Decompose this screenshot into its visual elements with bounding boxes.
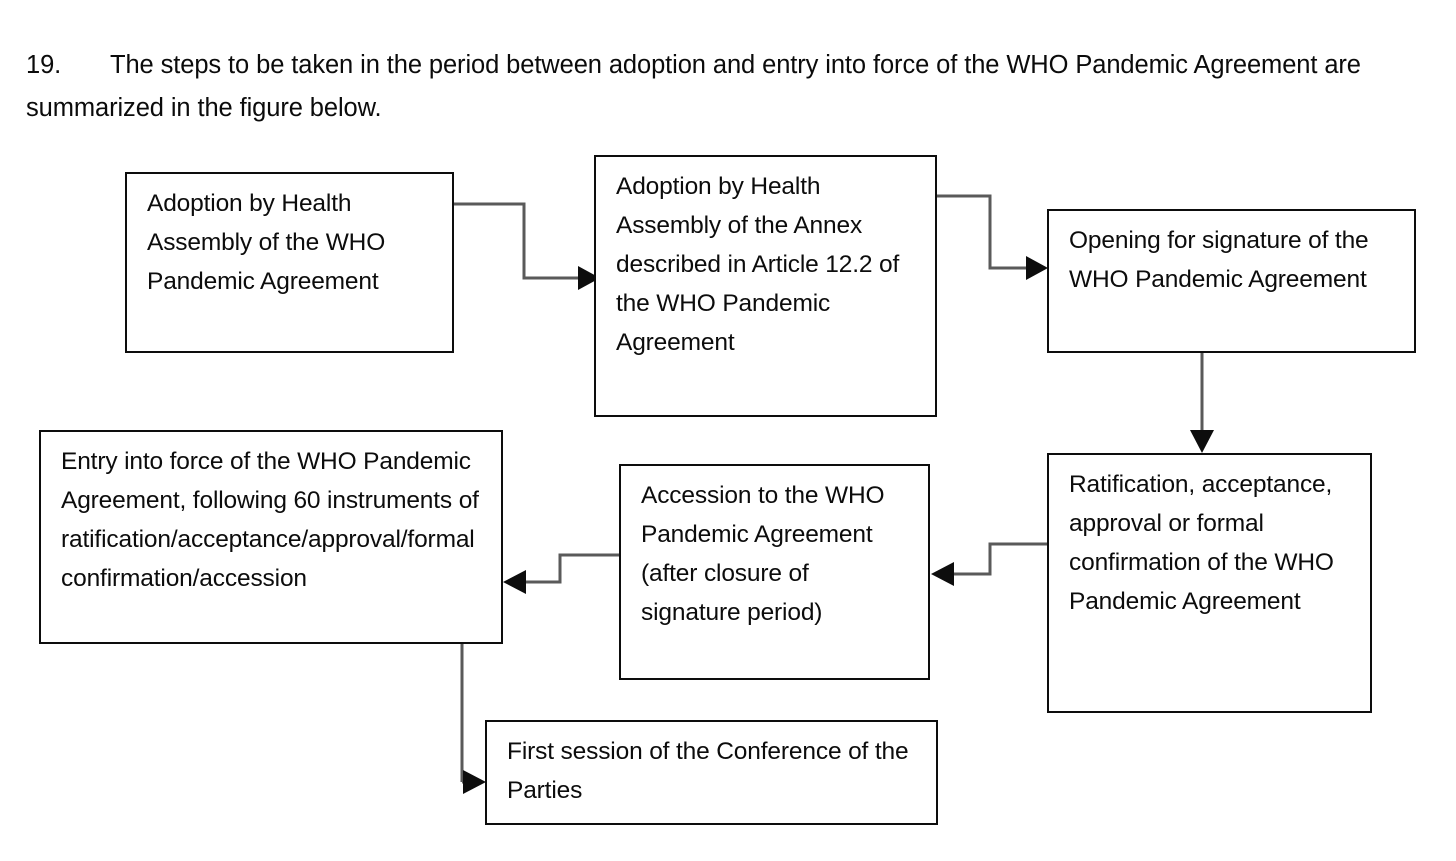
- arrow-head-icon: [503, 570, 526, 594]
- arrow-head-icon: [1190, 430, 1214, 453]
- connector-accession-to-entry-into-force: [503, 553, 619, 594]
- flow-box-adoption-annex[interactable]: Adoption by Health Assembly of the Annex…: [594, 155, 937, 417]
- flow-box-adoption-agreement[interactable]: Adoption by Health Assembly of the WHO P…: [125, 172, 454, 353]
- arrow-head-icon: [1026, 256, 1048, 280]
- connector-entry-into-force-to-first-cop: [460, 644, 486, 794]
- flow-box-entry-into-force[interactable]: Entry into force of the WHO Pandemic Agr…: [39, 430, 503, 644]
- paragraph-text: The steps to be taken in the period betw…: [26, 50, 1361, 122]
- connector-adoption-agreement-to-adoption-annex: [454, 202, 600, 290]
- arrow-head-icon: [931, 562, 954, 586]
- flow-box-accession[interactable]: Accession to the WHO Pandemic Agreement …: [619, 464, 930, 680]
- arrow-head-icon: [463, 770, 486, 794]
- paragraph-number: 19.: [26, 50, 62, 79]
- intro-paragraph: 19.The steps to be taken in the period b…: [26, 44, 1366, 130]
- connector-opening-signature-to-ratification: [1190, 353, 1214, 453]
- flow-box-ratification[interactable]: Ratification, acceptance, approval or fo…: [1047, 453, 1372, 713]
- flow-box-opening-signature[interactable]: Opening for signature of the WHO Pandemi…: [1047, 209, 1416, 353]
- connector-ratification-to-accession: [931, 542, 1047, 586]
- flow-box-first-cop[interactable]: First session of the Conference of the P…: [485, 720, 938, 825]
- connector-adoption-annex-to-opening-signature: [937, 194, 1048, 280]
